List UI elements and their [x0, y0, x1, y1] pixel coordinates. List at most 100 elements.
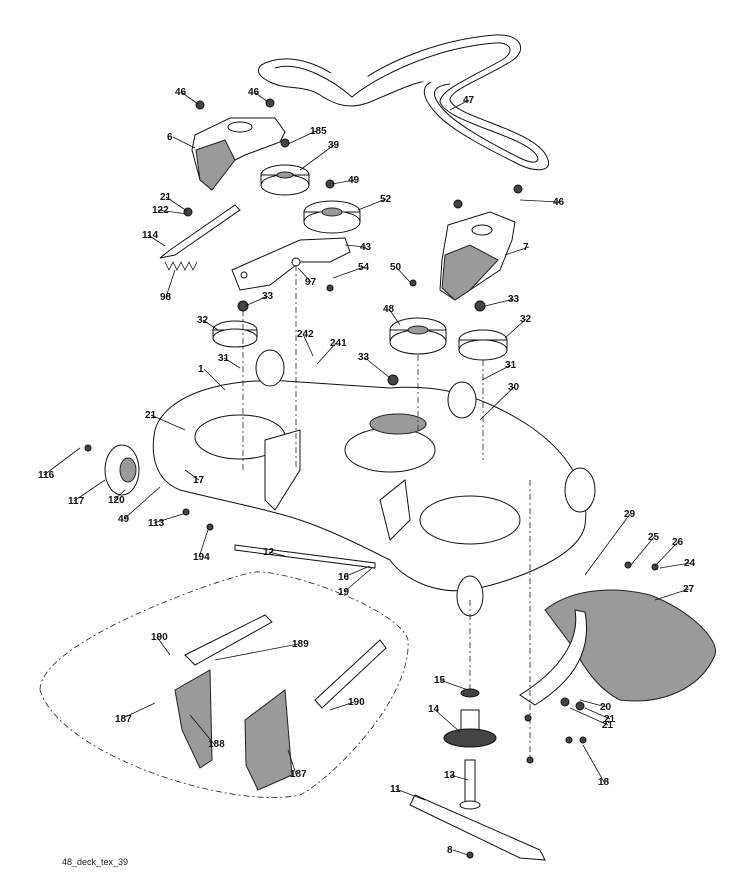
part-label-97: 97 [305, 277, 317, 288]
part-label-33: 33 [508, 294, 520, 305]
part-label-122: 122 [152, 205, 169, 216]
callout-leader-117 [73, 479, 106, 502]
part-label-114: 114 [142, 230, 159, 241]
part-label-21: 21 [604, 714, 616, 725]
callout-leader-31 [481, 364, 512, 381]
callout-leader-242 [302, 333, 314, 357]
part-label-187: 187 [115, 714, 132, 725]
callout-leader-52 [357, 198, 387, 211]
part-label-185: 185 [310, 126, 327, 137]
part-label-54: 54 [358, 262, 370, 273]
callout-leader-98 [165, 269, 176, 298]
part-label-194: 194 [193, 552, 210, 563]
gauge-wheel-right [564, 467, 596, 513]
part-label-46: 46 [175, 87, 187, 98]
callout-leader-11 [395, 788, 426, 801]
part-label-33: 33 [358, 352, 370, 363]
part-label-39: 39 [328, 140, 340, 151]
callout-leader-31 [223, 357, 241, 369]
callout-leader-14 [433, 708, 461, 733]
callout-leader-27 [654, 588, 690, 601]
callout-leader-19 [343, 567, 373, 593]
callout-leader-116 [43, 447, 81, 476]
pulley-32-right [458, 329, 508, 361]
callout-leader-6 [172, 136, 196, 149]
callout-leader-8 [452, 849, 469, 856]
part-label-12: 12 [263, 547, 275, 558]
callout-leader-190 [329, 701, 355, 711]
part-label-16: 16 [338, 572, 350, 583]
part-label-43: 43 [360, 242, 372, 253]
callout-leader-32 [202, 319, 219, 331]
part-label-18: 18 [598, 777, 610, 788]
part-label-190: 190 [348, 697, 365, 708]
part-label-32: 32 [520, 314, 532, 325]
part-label-24: 24 [684, 558, 696, 569]
callout-leader-187 [287, 749, 297, 775]
spindle-assembly [443, 688, 497, 810]
part-label-21: 21 [160, 192, 172, 203]
part-label-27: 27 [683, 584, 695, 595]
part-label-98: 98 [160, 292, 172, 303]
callout-leader-48 [388, 308, 401, 326]
part-label-8: 8 [447, 845, 453, 856]
gauge-wheel-rear-right [447, 381, 477, 419]
part-label-29: 29 [624, 509, 636, 520]
callout-leader-32 [504, 318, 527, 339]
fasteners [84, 98, 659, 859]
part-label-190: 190 [151, 632, 168, 643]
callout-leader-46 [253, 91, 269, 103]
idler-spring [159, 204, 241, 271]
callout-leader-26 [654, 541, 679, 567]
part-label-52: 52 [380, 194, 392, 205]
callout-leader-185 [287, 130, 317, 145]
right-belt-cover [439, 211, 516, 301]
callout-leader-29 [584, 513, 631, 576]
part-label-50: 50 [390, 262, 402, 273]
callout-leader-241 [316, 342, 337, 365]
figure-caption: 48_deck_tex_39 [62, 857, 129, 867]
callout-leader-43 [344, 244, 367, 248]
part-label-120: 120 [108, 495, 125, 506]
part-label-6: 6 [167, 132, 173, 143]
callout-leader-16 [343, 565, 371, 578]
part-label-47: 47 [463, 95, 475, 106]
part-label-189: 189 [292, 639, 309, 650]
callout-leader-194 [198, 529, 209, 558]
part-label-46: 46 [248, 87, 260, 98]
callout-leader-114 [147, 234, 166, 247]
callout-leader-113 [153, 513, 184, 524]
part-label-26: 26 [672, 537, 684, 548]
callout-leader-122 [157, 209, 188, 215]
part-label-30: 30 [508, 382, 520, 393]
discharge-chute [519, 589, 717, 706]
left-belt-cover [191, 117, 286, 191]
part-label-17: 17 [193, 475, 205, 486]
callout-leader-13 [449, 774, 469, 781]
callout-leader-21 [569, 707, 609, 726]
linkage-rod [234, 544, 376, 569]
mower-deck-shell [152, 380, 587, 592]
part-label-14: 14 [428, 704, 440, 715]
callout-leader-30 [479, 386, 515, 421]
callout-leader-25 [629, 536, 655, 567]
callout-leader-49 [123, 486, 161, 520]
pulley-52 [303, 200, 361, 234]
callout-leader-47 [449, 99, 470, 111]
part-label-7: 7 [523, 242, 529, 253]
callout-leader-1 [203, 368, 226, 391]
callout-leader-33 [484, 298, 515, 307]
part-label-188: 188 [208, 739, 225, 750]
callout-leader-24 [659, 562, 691, 569]
callout-leader-21 [584, 707, 611, 720]
callout-leader-21 [150, 414, 186, 431]
part-label-1: 1 [198, 364, 204, 375]
callout-leader-97 [297, 267, 312, 283]
idler-bracket [231, 237, 351, 291]
part-label-116: 116 [38, 470, 55, 481]
part-label-32: 32 [197, 315, 209, 326]
callout-leader-189 [214, 643, 299, 661]
part-label-15: 15 [434, 675, 446, 686]
part-label-113: 113 [148, 518, 165, 529]
